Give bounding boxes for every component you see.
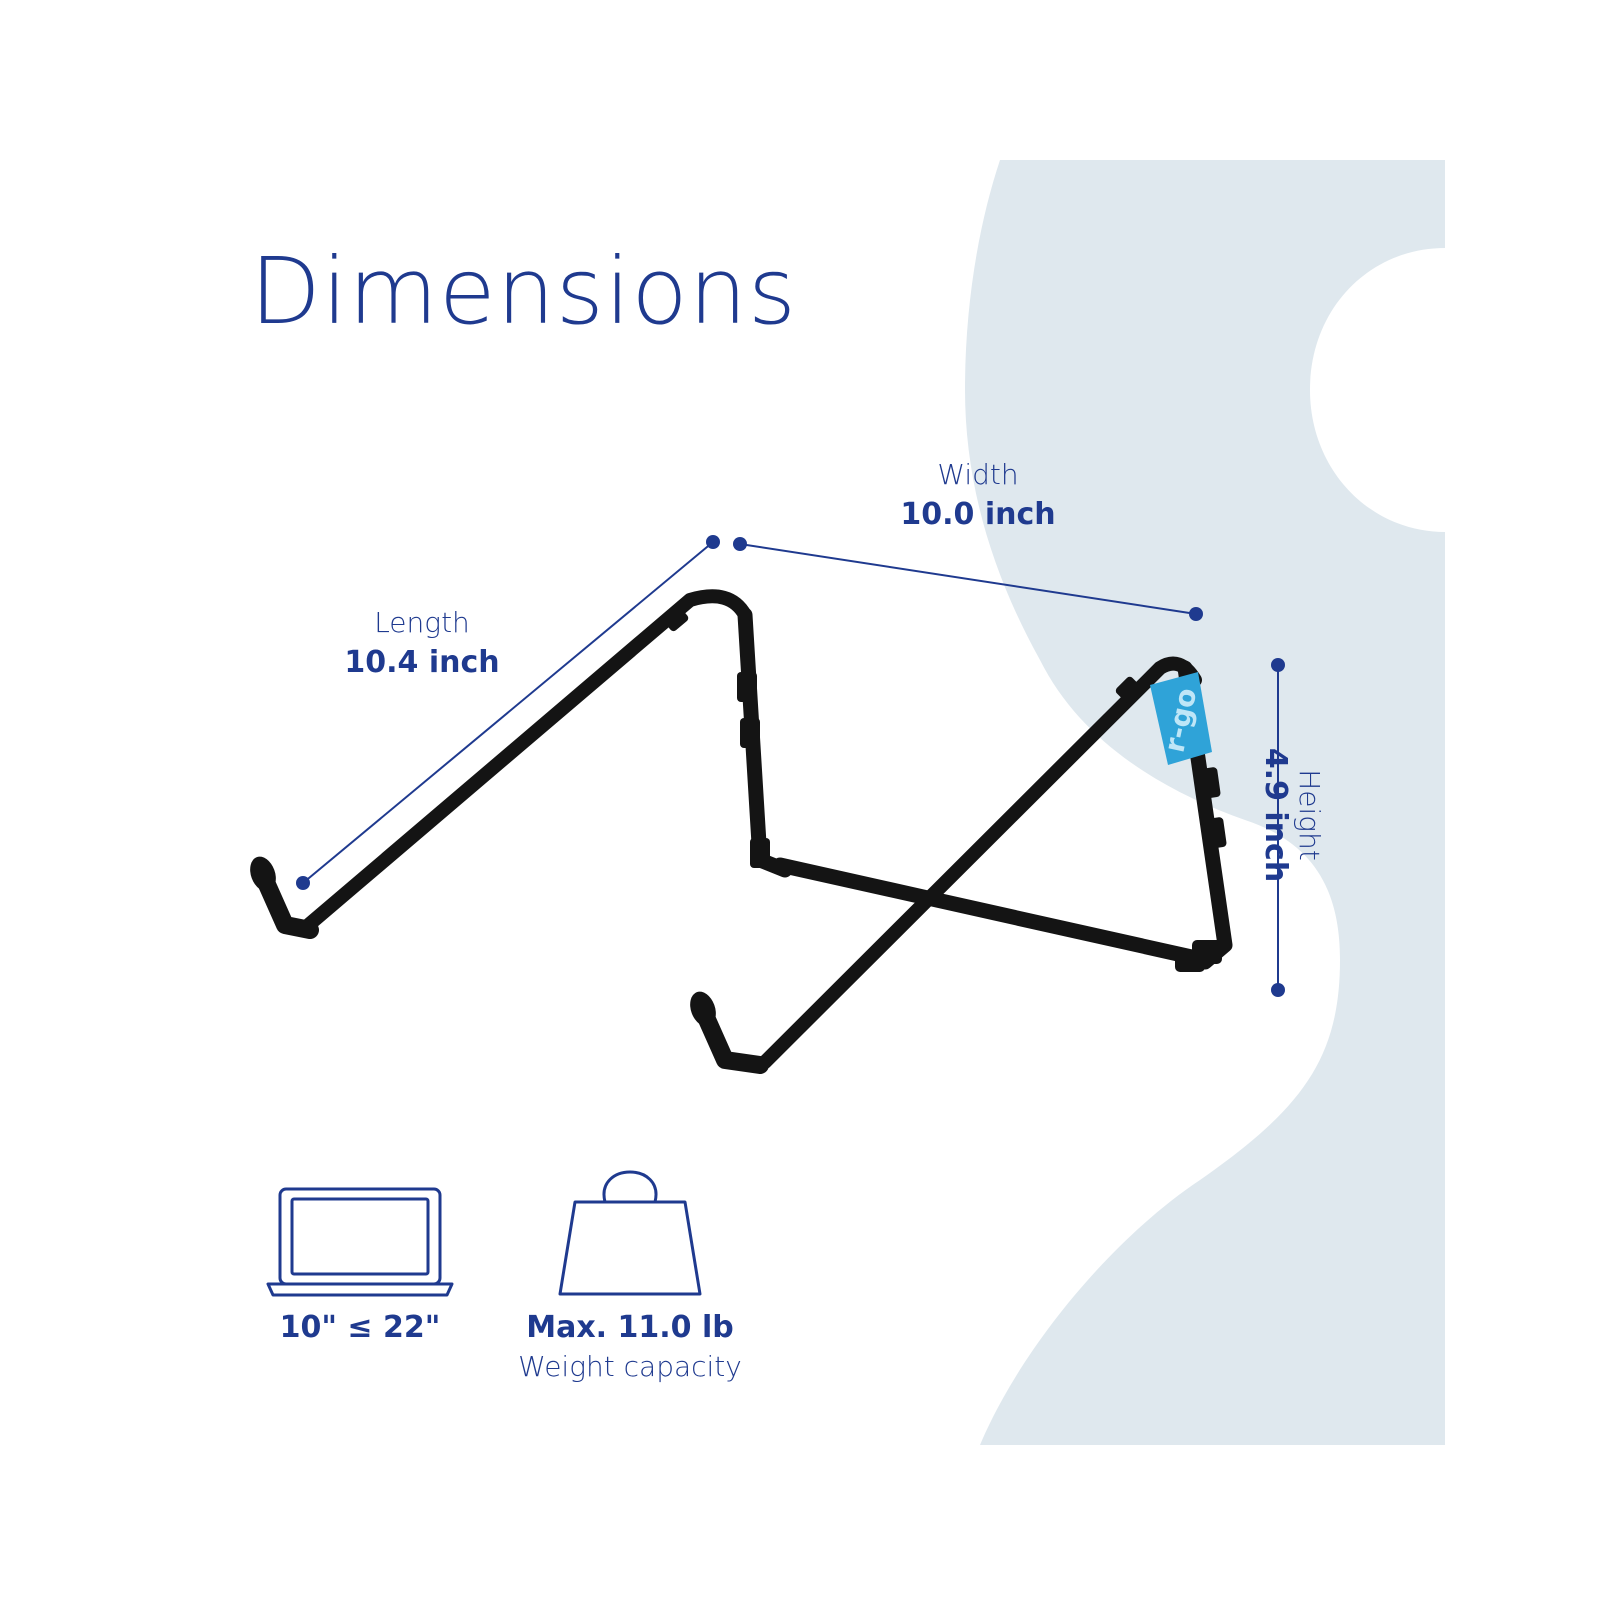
page-title: Dimensions <box>250 238 797 345</box>
length-label: Length <box>374 606 470 639</box>
width-line <box>739 543 1197 615</box>
brand-tag: r-go <box>1150 672 1212 765</box>
height-value: 4.9 inch <box>1258 747 1293 883</box>
screen-size-value: 10" ≤ 22" <box>279 1310 441 1345</box>
length-value: 10.4 inch <box>344 645 500 680</box>
weight-value: Max. 11.0 lb <box>526 1310 734 1345</box>
length-line <box>302 541 714 884</box>
width-label: Width <box>937 458 1019 491</box>
weight-label: Weight capacity <box>518 1350 742 1383</box>
laptop-icon <box>266 1187 454 1297</box>
weight-icon <box>558 1170 702 1296</box>
width-value: 10.0 inch <box>900 497 1056 532</box>
height-label: Height <box>1293 769 1326 861</box>
